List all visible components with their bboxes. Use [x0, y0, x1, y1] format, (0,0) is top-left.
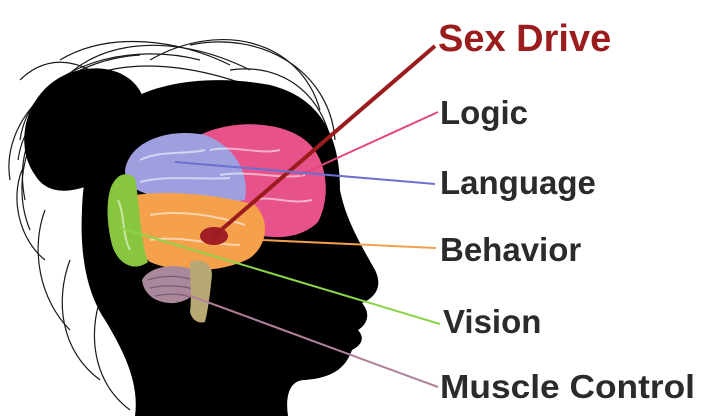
vision-leader-line [119, 227, 441, 325]
muscle-control-label: Muscle Control [440, 368, 695, 405]
brain-stem-region [190, 260, 212, 323]
occipital-lobe-region [107, 174, 148, 267]
language-label: Language [440, 164, 596, 201]
function-labels: Sex Drive Logic Language Behavior Vision… [438, 18, 695, 405]
sex-drive-leader-line [212, 44, 437, 238]
parietal-lobe-region [125, 133, 246, 203]
muscle-control-leader-line [179, 291, 439, 388]
behavior-label: Behavior [440, 231, 581, 268]
leader-lines [119, 44, 441, 388]
logic-leader-line [299, 111, 439, 176]
logic-label: Logic [440, 94, 528, 131]
sex-drive-label: Sex Drive [438, 18, 611, 60]
behavior-leader-line [261, 239, 437, 249]
brain [107, 124, 326, 323]
language-leader-line [174, 161, 436, 185]
frontal-lobe-region [200, 124, 326, 238]
vision-label: Vision [443, 303, 541, 340]
temporal-lobe-region [133, 193, 266, 271]
